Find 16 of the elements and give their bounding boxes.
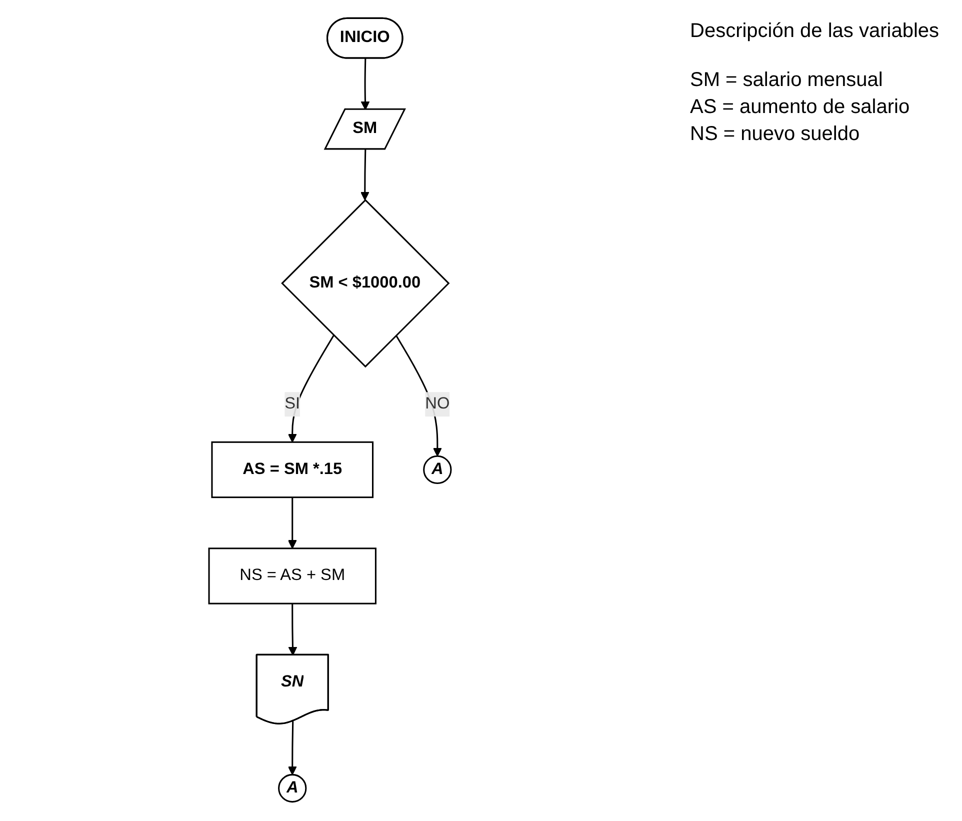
- edge-label: SI: [284, 395, 300, 413]
- arrow: [288, 721, 297, 776]
- arrow: [360, 149, 370, 200]
- heading-text: Descripción de las variables: [690, 20, 940, 43]
- edge-label: NO: [425, 395, 450, 413]
- node-circle: A: [423, 455, 452, 484]
- arrow: [360, 58, 370, 110]
- variable-definition: NS = nuevo sueldo: [690, 123, 861, 146]
- node-box: NS = AS + SM: [208, 548, 376, 604]
- node-diamond: SM < $1000.00: [281, 198, 450, 368]
- variable-definition: SM = salario mensual: [690, 69, 884, 92]
- arrow: [288, 497, 297, 549]
- arrow: [288, 604, 298, 656]
- node-box: AS = SM *.15: [211, 441, 374, 498]
- node-circle: A: [278, 774, 307, 803]
- variable-definition: AS = aumento de salario: [690, 96, 911, 119]
